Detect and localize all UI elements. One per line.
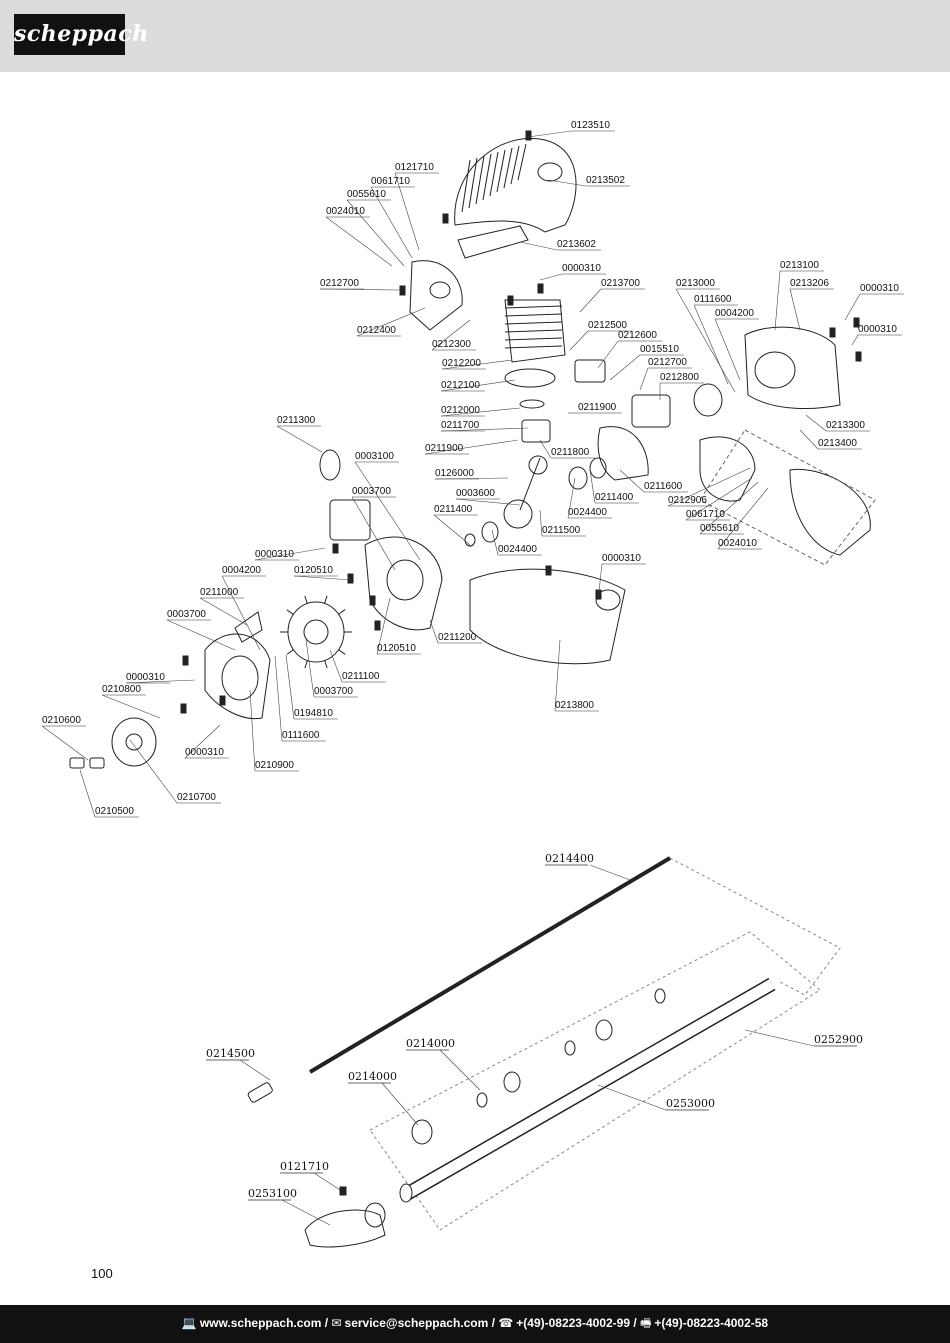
part-number-label: 0121710 bbox=[280, 1160, 329, 1173]
part-number-label: 0120510 bbox=[294, 565, 333, 576]
part-number-label: 0061710 bbox=[371, 176, 410, 187]
part-number-label: 0212600 bbox=[618, 330, 657, 341]
part-number-label: 0126000 bbox=[435, 468, 474, 479]
part-number-label: 0211900 bbox=[425, 443, 464, 454]
part-number-label: 0120510 bbox=[377, 643, 416, 654]
fax-icon: 🖷 bbox=[640, 1316, 652, 1330]
part-number-label: 0212800 bbox=[660, 372, 699, 383]
part-number-label: 0212500 bbox=[588, 320, 627, 331]
part-number-label: 0211200 bbox=[438, 632, 477, 643]
part-number-label: 0123510 bbox=[571, 120, 610, 131]
part-number-label: 0003700 bbox=[352, 486, 391, 497]
part-number-label: 0212100 bbox=[441, 380, 480, 391]
part-number-label: 0055610 bbox=[700, 523, 739, 534]
part-number-label: 0000310 bbox=[602, 553, 641, 564]
part-number-label: 0211400 bbox=[434, 504, 473, 515]
part-number-label: 0111600 bbox=[694, 294, 732, 305]
part-number-label: 0212300 bbox=[432, 339, 471, 350]
part-number-label: 0212200 bbox=[442, 358, 481, 369]
footer-email[interactable]: service@scheppach.com / bbox=[344, 1316, 495, 1330]
part-number-label: 0211100 bbox=[342, 671, 380, 682]
part-number-label: 0024400 bbox=[498, 544, 537, 555]
part-number-label: 0211500 bbox=[542, 525, 581, 536]
part-number-label: 0211300 bbox=[277, 415, 316, 426]
part-number-label: 0003100 bbox=[355, 451, 394, 462]
footer-phone: +(49)-08223-4002-99 / bbox=[516, 1316, 637, 1330]
part-number-label: 0213400 bbox=[818, 438, 857, 449]
part-number-label: 0253000 bbox=[666, 1097, 715, 1110]
part-number-label: 0211700 bbox=[441, 420, 480, 431]
part-number-label: 0000310 bbox=[562, 263, 601, 274]
part-number-label: 0214000 bbox=[406, 1037, 455, 1050]
footer-website[interactable]: www.scheppach.com / bbox=[199, 1316, 329, 1330]
part-number-label: 0210700 bbox=[177, 792, 216, 803]
part-number-label: 0024400 bbox=[568, 507, 607, 518]
footer-contact: 💻www.scheppach.com / ✉service@scheppach.… bbox=[0, 1305, 950, 1341]
part-number-label: 0211900 bbox=[578, 402, 617, 413]
envelope-icon: ✉ bbox=[331, 1316, 342, 1330]
part-number-label: 0212000 bbox=[441, 405, 480, 416]
part-number-label: 0210800 bbox=[102, 684, 141, 695]
part-number-label: 0055610 bbox=[347, 189, 386, 200]
part-number-label: 0213502 bbox=[586, 175, 625, 186]
part-number-label: 0212700 bbox=[648, 357, 687, 368]
part-number-label: 0210600 bbox=[42, 715, 81, 726]
part-number-label: 0061710 bbox=[686, 509, 725, 520]
part-number-label: 0000310 bbox=[126, 672, 165, 683]
footer-bar: 💻www.scheppach.com / ✉service@scheppach.… bbox=[0, 1305, 950, 1343]
part-number-label: 0003700 bbox=[167, 609, 206, 620]
part-number-label: 0210900 bbox=[255, 760, 294, 771]
part-number-label: 0111600 bbox=[282, 730, 320, 741]
part-number-label: 0003700 bbox=[314, 686, 353, 697]
part-number-label: 0211400 bbox=[595, 492, 634, 503]
part-number-label: 0253100 bbox=[248, 1187, 297, 1200]
part-number-label: 0213000 bbox=[676, 278, 715, 289]
part-number-label: 0212700 bbox=[320, 278, 359, 289]
footer-fax: +(49)-08223-4002-58 bbox=[654, 1316, 769, 1330]
part-number-label: 0211600 bbox=[644, 481, 683, 492]
part-number-label: 0003600 bbox=[456, 488, 495, 499]
part-number-label: 0214000 bbox=[348, 1070, 397, 1083]
part-number-label: 0004200 bbox=[222, 565, 261, 576]
part-number-label: 0004200 bbox=[715, 308, 754, 319]
part-number-label: 0000310 bbox=[255, 549, 294, 560]
part-number-label: 0213206 bbox=[790, 278, 829, 289]
computer-icon: 💻 bbox=[181, 1316, 197, 1330]
part-number-label: 0214400 bbox=[545, 852, 594, 865]
part-number-label: 0194810 bbox=[294, 708, 333, 719]
part-number-label: 0213100 bbox=[780, 260, 819, 271]
part-number-label: 0015510 bbox=[640, 344, 679, 355]
page-number: 100 bbox=[91, 1266, 113, 1281]
part-number-label: 0213300 bbox=[826, 420, 865, 431]
part-number-label: 0024010 bbox=[718, 538, 757, 549]
part-number-label: 0000310 bbox=[858, 324, 897, 335]
part-number-label: 0213700 bbox=[601, 278, 640, 289]
part-number-label: 0211800 bbox=[551, 447, 590, 458]
part-number-label: 0211000 bbox=[200, 587, 239, 598]
part-number-label: 0252900 bbox=[814, 1033, 863, 1046]
part-number-label: 0212906 bbox=[668, 495, 707, 506]
part-number-label: 0210500 bbox=[95, 806, 134, 817]
part-number-label: 0121710 bbox=[395, 162, 434, 173]
part-number-label: 0000310 bbox=[860, 283, 899, 294]
exploded-parts-diagram: 0123510 0121710 0213502 0061710 0055610 00240… bbox=[41, 120, 904, 1248]
part-number-label: 0214500 bbox=[206, 1047, 255, 1060]
part-number-label: 0213800 bbox=[555, 700, 594, 711]
header-bar: scheppach bbox=[0, 0, 950, 72]
part-number-label: 0213602 bbox=[557, 239, 596, 250]
part-number-label: 0212400 bbox=[357, 325, 396, 336]
part-number-label: 0024010 bbox=[326, 206, 365, 217]
part-number-label: 0000310 bbox=[185, 747, 224, 758]
telephone-icon: ☎ bbox=[498, 1316, 514, 1330]
